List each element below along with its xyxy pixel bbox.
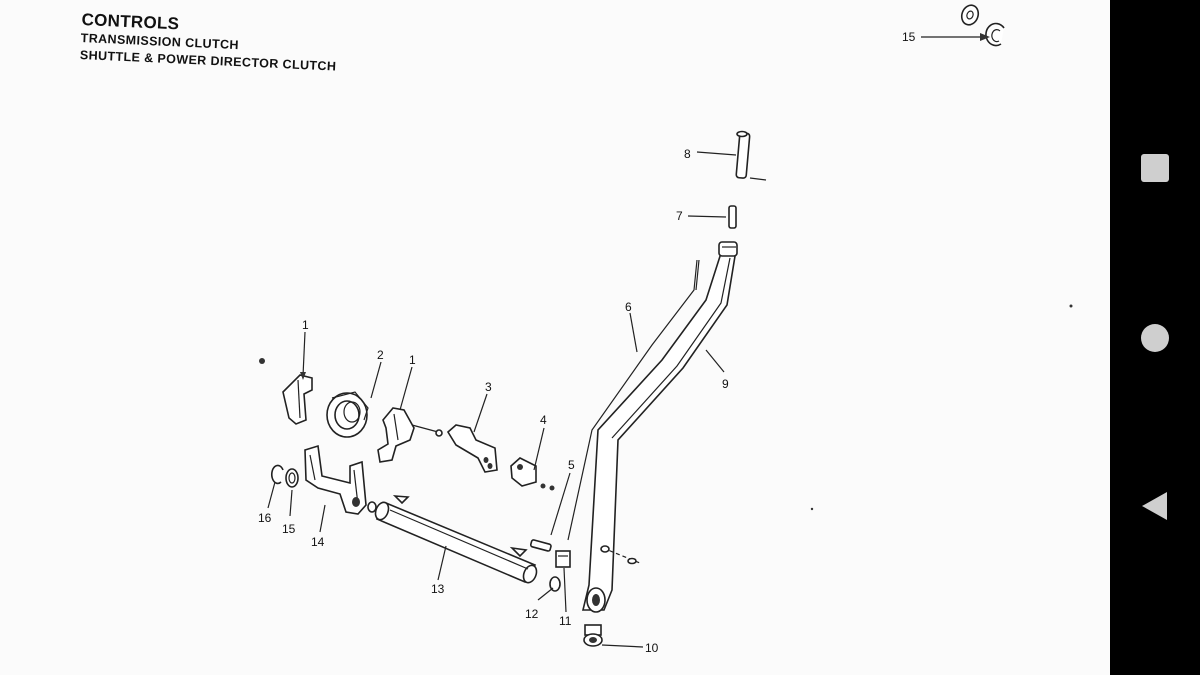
callout-1-right: 1 <box>409 353 416 367</box>
part-12-washer <box>549 576 561 592</box>
part-5-pin <box>529 539 552 552</box>
part-8-pin <box>735 130 767 181</box>
part-9-shift-lever <box>581 241 738 613</box>
part-15-washer <box>285 468 299 488</box>
leader-6 <box>629 312 638 353</box>
android-navigation-bar <box>1110 0 1200 675</box>
callout-11: 11 <box>559 614 572 628</box>
callout-6: 6 <box>625 300 632 314</box>
exploded-parts-diagram: 15 8 7 9 <box>258 4 1073 655</box>
leader-15-left <box>289 489 293 517</box>
back-triangle-icon <box>1142 492 1167 520</box>
leader-4 <box>533 427 545 471</box>
callout-7: 7 <box>676 209 683 223</box>
leader-13 <box>437 545 447 581</box>
leader-7 <box>687 215 727 218</box>
home-button[interactable] <box>1110 308 1200 368</box>
callout-16: 16 <box>258 511 272 525</box>
callout-1-left: 1 <box>302 318 309 332</box>
part-10-nut <box>583 624 603 647</box>
part-1-shoe-right <box>377 407 443 463</box>
part-13-cross-shaft <box>367 495 538 584</box>
callout-12: 12 <box>525 607 539 621</box>
part-6-rod <box>567 259 700 541</box>
recent-apps-square-icon <box>1141 154 1169 182</box>
callout-15-left: 15 <box>282 522 296 536</box>
callout-5: 5 <box>568 458 575 472</box>
leader-16 <box>267 481 276 509</box>
callout-10: 10 <box>645 641 659 655</box>
leader-11 <box>563 567 567 613</box>
home-circle-icon <box>1141 324 1169 352</box>
part-2-release-collar <box>326 391 369 438</box>
document-viewer: CONTROLS TRANSMISSION CLUTCH SHUTTLE & P… <box>0 0 1110 675</box>
part-14-shift-fork <box>304 444 367 515</box>
part-4-detent-block <box>510 457 555 491</box>
leader-9 <box>705 349 725 373</box>
callout-8: 8 <box>684 147 691 161</box>
part-7-roll-pin <box>728 205 737 229</box>
callout-4: 4 <box>540 413 547 427</box>
part-3-arm <box>446 424 498 473</box>
leader-12 <box>537 587 554 601</box>
leader-1-right <box>399 366 413 411</box>
back-button[interactable] <box>1110 476 1200 536</box>
part-15-washer-and-snap-ring <box>960 4 1005 47</box>
callout-3: 3 <box>485 380 492 394</box>
leader-3 <box>473 393 488 433</box>
part-16-snap-ring <box>270 464 284 485</box>
recent-apps-button[interactable] <box>1110 138 1200 198</box>
callout-14: 14 <box>311 535 325 549</box>
leader-8 <box>696 151 737 156</box>
part-small-ball <box>259 358 265 364</box>
leader-14 <box>319 504 326 533</box>
callout-2: 2 <box>377 348 384 362</box>
leader-10 <box>601 644 644 648</box>
leader-2 <box>370 361 382 399</box>
leader-5 <box>550 472 571 536</box>
callout-13: 13 <box>431 582 445 596</box>
part-11-block <box>555 550 571 568</box>
callout-9: 9 <box>722 377 729 391</box>
callout-15-top: 15 <box>902 30 916 44</box>
stray-dot <box>1069 304 1073 308</box>
stray-dot <box>810 507 814 511</box>
part-1-shoe-left <box>282 374 313 425</box>
leader-1-left <box>302 331 306 377</box>
